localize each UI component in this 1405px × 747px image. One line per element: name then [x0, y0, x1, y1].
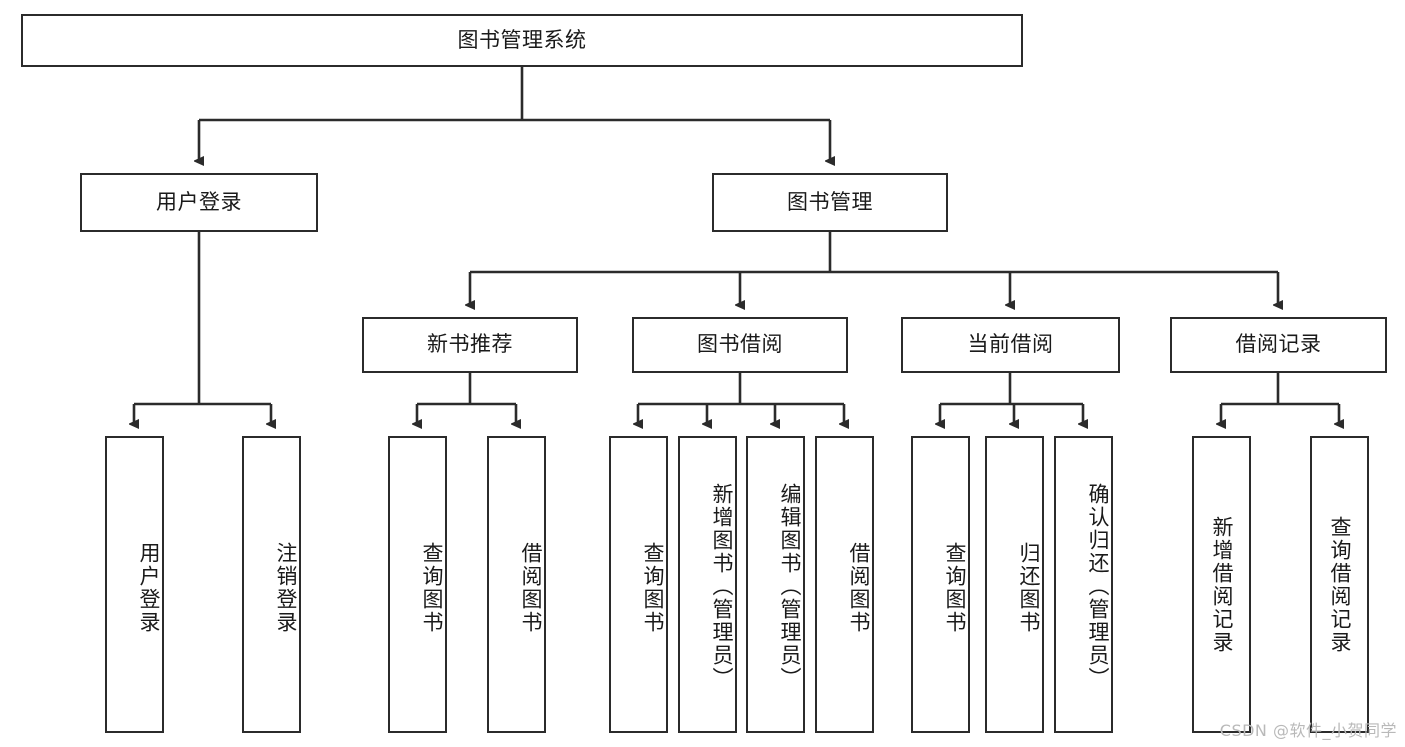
node-leaf-borrow-book-2-label: 借阅图书 [847, 541, 871, 634]
node-leaf-query-book-3-label: 查询图书 [943, 541, 967, 634]
node-book-borrow-label: 图书借阅 [697, 332, 783, 357]
node-leaf-add-book[interactable]: 新增图书（管理员） [678, 436, 737, 733]
node-leaf-add-record[interactable]: 新增借阅记录 [1192, 436, 1251, 733]
node-root-system[interactable]: 图书管理系统 [21, 14, 1023, 67]
node-user-login[interactable]: 用户登录 [80, 173, 318, 232]
node-leaf-query-book-2-label: 查询图书 [641, 541, 665, 634]
node-book-manage[interactable]: 图书管理 [712, 173, 948, 232]
node-leaf-user-login-label: 用户登录 [137, 541, 161, 634]
node-leaf-borrow-book-1[interactable]: 借阅图书 [487, 436, 546, 733]
node-leaf-query-record-label: 查询借阅记录 [1327, 515, 1352, 654]
node-leaf-query-book-3[interactable]: 查询图书 [911, 436, 970, 733]
node-book-manage-label: 图书管理 [787, 189, 873, 214]
node-leaf-borrow-book-2[interactable]: 借阅图书 [815, 436, 874, 733]
node-current-borrow[interactable]: 当前借阅 [901, 317, 1120, 373]
node-leaf-edit-book[interactable]: 编辑图书（管理员） [746, 436, 805, 733]
node-leaf-query-book-1[interactable]: 查询图书 [388, 436, 447, 733]
node-leaf-edit-book-label: 编辑图书（管理员） [778, 483, 802, 690]
node-root-label: 图书管理系统 [457, 27, 587, 52]
node-book-borrow[interactable]: 图书借阅 [632, 317, 848, 373]
node-leaf-return-book-label: 归还图书 [1017, 541, 1041, 634]
node-leaf-confirm-return-label: 确认归还（管理员） [1086, 483, 1110, 690]
node-leaf-user-login[interactable]: 用户登录 [105, 436, 164, 733]
node-leaf-query-book-1-label: 查询图书 [420, 541, 444, 634]
node-current-borrow-label: 当前借阅 [967, 332, 1054, 357]
node-borrow-record[interactable]: 借阅记录 [1170, 317, 1387, 373]
node-leaf-borrow-book-1-label: 借阅图书 [519, 541, 543, 634]
node-new-book-rec-label: 新书推荐 [427, 332, 513, 357]
node-leaf-add-record-label: 新增借阅记录 [1209, 515, 1234, 654]
node-borrow-record-label: 借阅记录 [1235, 332, 1322, 357]
node-leaf-logout-label: 注销登录 [274, 541, 298, 634]
node-user-login-label: 用户登录 [156, 189, 242, 214]
node-leaf-return-book[interactable]: 归还图书 [985, 436, 1044, 733]
node-leaf-confirm-return[interactable]: 确认归还（管理员） [1054, 436, 1113, 733]
node-leaf-query-record[interactable]: 查询借阅记录 [1310, 436, 1369, 733]
node-leaf-add-book-label: 新增图书（管理员） [710, 483, 734, 690]
node-leaf-query-book-2[interactable]: 查询图书 [609, 436, 668, 733]
node-leaf-logout[interactable]: 注销登录 [242, 436, 301, 733]
node-new-book-rec[interactable]: 新书推荐 [362, 317, 578, 373]
watermark-text: CSDN @软件_小贺同学 [1219, 721, 1397, 740]
